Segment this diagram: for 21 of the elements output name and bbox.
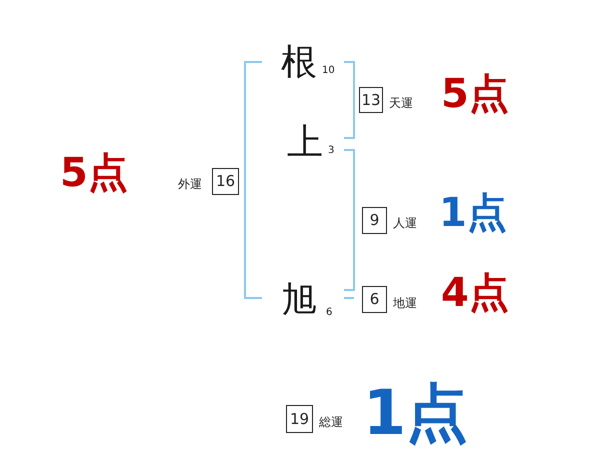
name-character: 上 [287,124,323,162]
score-text: 1点 [363,380,468,446]
score-text: 5点 [441,73,509,115]
fortune-label: 天運 [389,97,413,110]
fortune-label: 総運 [319,416,343,430]
stroke-total-box: 16 [212,168,239,195]
score-text: 1点 [439,192,507,234]
score-text: 5点 [60,152,128,194]
stroke-total-box: 13 [359,87,383,113]
fortune-label: 人運 [393,217,417,230]
stroke-count: 10 [322,66,335,76]
stroke-total-box: 6 [362,286,387,313]
score-text: 4点 [441,272,509,314]
fortune-label: 外運 [178,178,202,192]
stroke-count: 6 [326,308,332,318]
name-character: 根 [281,44,317,82]
name-character: 旭 [281,282,317,320]
stroke-total-box: 9 [362,207,387,234]
stroke-count: 3 [328,146,334,156]
fortune-label: 地運 [393,297,417,310]
stroke-total-box: 19 [286,405,313,433]
